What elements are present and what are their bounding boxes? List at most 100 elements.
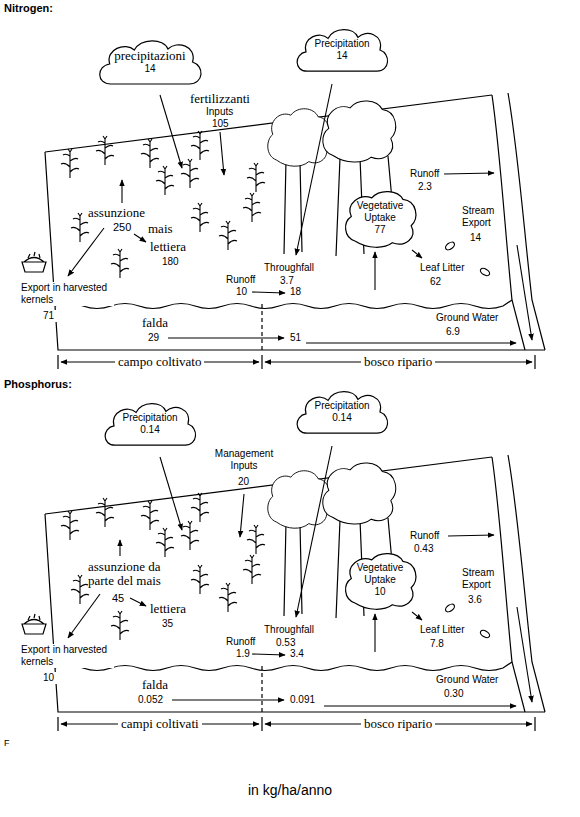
flux-label: lettiera (150, 602, 186, 616)
panel-heading: Phosphorus: (4, 378, 72, 391)
flux-label: falda (142, 316, 168, 330)
flux-arrow (68, 228, 104, 276)
flux-arrow (121, 180, 122, 203)
flux-arrow (517, 245, 532, 340)
flux-value: 14 (470, 232, 481, 244)
flux-value: 45 (112, 592, 124, 605)
canopy-node: Vegetative Uptake77 (339, 187, 421, 249)
flux-label: Stream Export (462, 567, 500, 591)
phosphorus-panel (22, 455, 545, 731)
flux-value: 35 (162, 618, 173, 630)
precipitation-cloud: precipitazioni14 (94, 34, 206, 90)
flux-arrow (306, 342, 516, 343)
node-texts: Precipitation0.14 (122, 412, 177, 436)
precipitation-cloud: Precipitation0.14 (292, 385, 392, 439)
node-texts: Vegetative Uptake10 (352, 562, 408, 598)
flux-value: 20 (238, 476, 249, 488)
flux-value: 250 (113, 221, 131, 234)
flux-label: Runoff (226, 274, 255, 286)
node-label: Precipitation (122, 412, 177, 424)
flux-value: 0.091 (290, 694, 315, 706)
flux-arrow (374, 614, 375, 652)
flux-label: falda (142, 678, 168, 692)
flux-arrow (324, 705, 516, 706)
flux-label: Leaf Litter (420, 262, 464, 274)
flux-label: Export in harvested kernels (18, 644, 114, 668)
flux-value: 62 (430, 276, 441, 288)
flux-label: assunzione (88, 206, 145, 220)
flux-arrow (517, 607, 532, 702)
node-label: Vegetative Uptake (352, 562, 408, 586)
panel-heading: Nitrogen: (4, 2, 53, 15)
flux-value: 29 (148, 332, 159, 344)
node-texts: Precipitation14 (314, 38, 369, 62)
flux-arrow (296, 84, 332, 255)
flux-value: 10 (40, 672, 57, 684)
flux-arrow (252, 654, 285, 655)
flux-value: 77 (352, 224, 408, 236)
flux-arrow (240, 494, 244, 537)
precipitation-cloud: Precipitation14 (292, 23, 392, 77)
flux-label: Leaf Litter (420, 624, 464, 636)
flux-arrow (160, 95, 182, 168)
shape-path (105, 404, 195, 446)
shape-path (297, 30, 387, 72)
flux-value: 0.30 (444, 688, 463, 700)
flux-label: Runoff (410, 168, 439, 180)
flux-value: 0.052 (138, 694, 163, 706)
node-label: Precipitation (314, 400, 369, 412)
flux-arrow (168, 337, 284, 338)
flux-arrow (374, 252, 375, 290)
flux-value: 6.9 (446, 326, 460, 338)
flux-label: Stream Export (462, 205, 500, 229)
region-label: campi coltivati (118, 717, 202, 731)
flux-label: mais (148, 222, 173, 236)
flux-arrow (252, 292, 285, 293)
node-label: Vegetative Uptake (352, 200, 408, 224)
flux-arrow (296, 446, 332, 617)
shape-path (297, 392, 387, 434)
flux-arrow (68, 594, 100, 638)
flux-arrow (119, 540, 120, 556)
flux-value: 0.43 (414, 543, 433, 555)
nitrogen-panel (22, 93, 545, 369)
region-label: bosco ripario (361, 355, 435, 369)
flux-value: 180 (162, 256, 179, 268)
flux-label: Runoff (410, 530, 439, 542)
flux-value: 1.9 (236, 648, 250, 660)
flux-value: 7.8 (430, 638, 444, 650)
flux-arrow (172, 699, 284, 700)
flux-label: Export in harvested kernels (18, 282, 114, 306)
flux-label: lettiera (150, 240, 186, 254)
flux-label: Throughfall (264, 262, 314, 274)
flux-label: Ground Water (436, 674, 498, 686)
flux-arrow (130, 598, 146, 606)
region-label: campo coltivato (115, 355, 204, 369)
flux-value: 10 (352, 586, 408, 598)
flux-label: fertilizzanti (190, 92, 250, 106)
flux-arrow (448, 535, 494, 536)
flux-label: assunzione da parte del mais (88, 560, 180, 588)
flux-arrow (412, 250, 422, 258)
node-texts: Vegetative Uptake77 (352, 200, 408, 236)
flux-value: 71 (40, 310, 57, 322)
flux-value: 3.7 (280, 275, 294, 287)
shape-path (346, 554, 416, 610)
flux-value: 0.14 (122, 424, 177, 436)
node-texts: precipitazioni14 (114, 49, 185, 75)
flux-label: Ground Water (436, 312, 498, 324)
flux-value: 2.3 (418, 181, 432, 193)
node-label: precipitazioni (114, 49, 185, 63)
flux-value: 0.53 (276, 637, 295, 649)
flux-label: Management Inputs (208, 448, 280, 472)
node-label: Precipitation (314, 38, 369, 50)
flux-value: 18 (290, 286, 301, 298)
flux-arrow (160, 457, 182, 530)
flux-value: 14 (114, 63, 185, 75)
nitrogen-flux-arrows (68, 84, 532, 343)
phosphorus-flux-arrows (68, 446, 532, 706)
canopy-node: Vegetative Uptake10 (339, 549, 421, 611)
flux-value: 14 (314, 50, 369, 62)
flux-arrow (220, 132, 224, 175)
